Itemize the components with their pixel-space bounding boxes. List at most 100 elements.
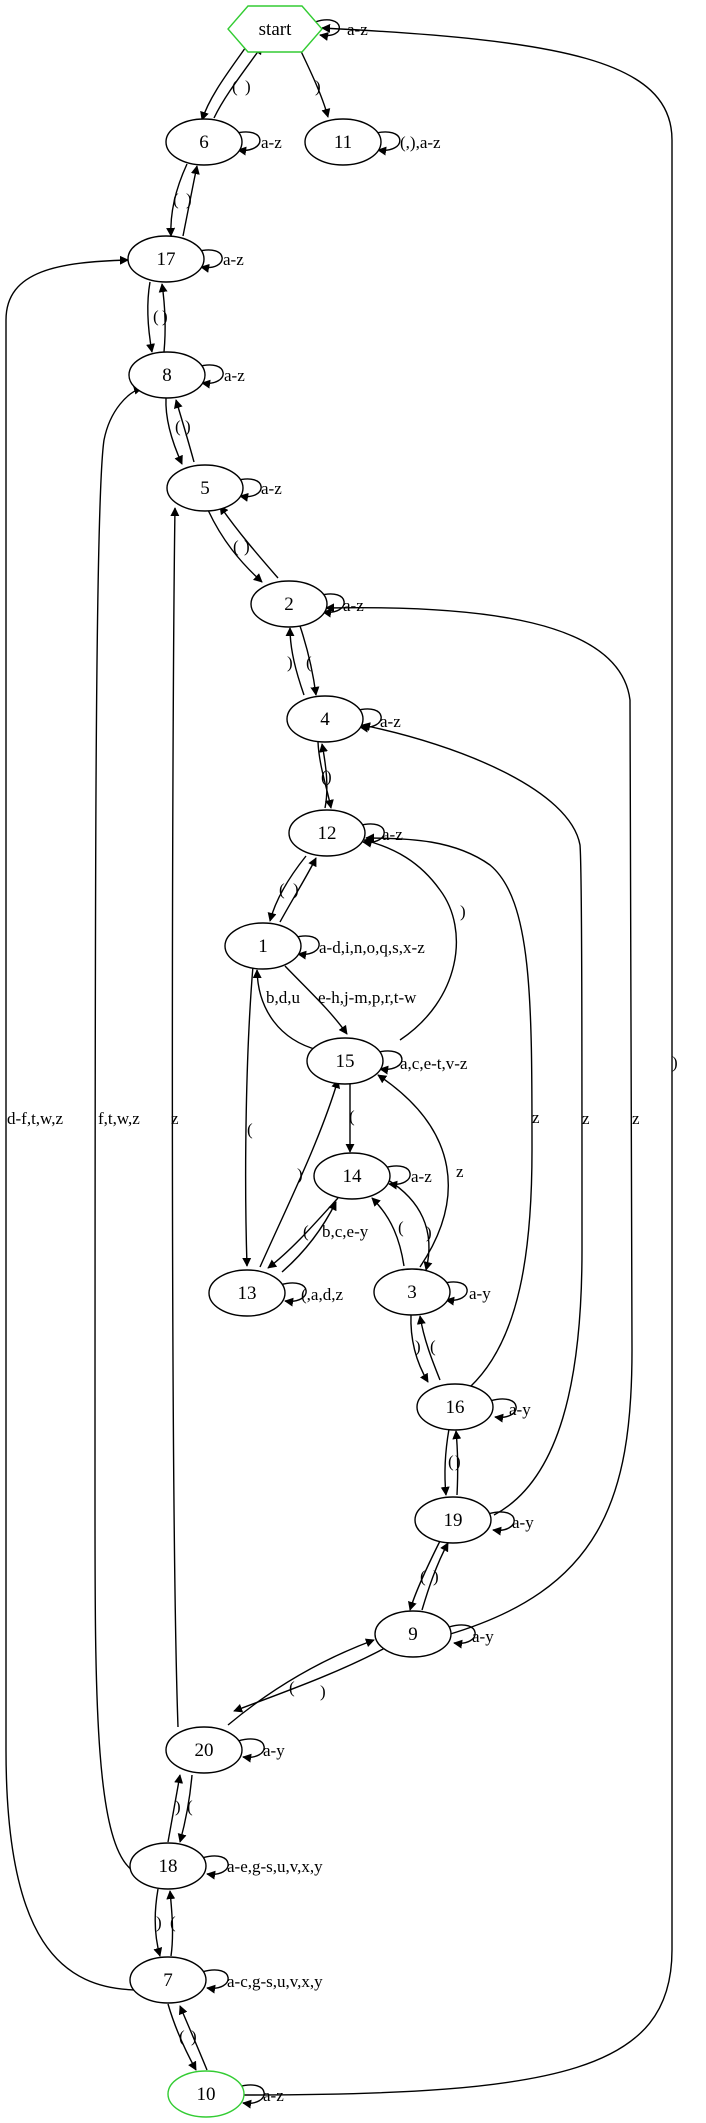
node-label-1: 1 [258, 936, 268, 957]
edge-20-9 [227, 1638, 375, 1726]
node-8: 8 [128, 351, 206, 399]
edge-label-20-5: z [171, 1109, 179, 1128]
edge-label-11-self: (,),a-z [400, 133, 441, 152]
edge-label-1-13: ( [247, 1120, 253, 1139]
edge-5-2 [207, 509, 263, 583]
edge-12-1 [267, 855, 307, 922]
node-15: 15 [306, 1037, 384, 1085]
edge-4-2 [285, 627, 305, 696]
edge-10-7 [178, 2005, 208, 2071]
edge-14-self [383, 1165, 411, 1190]
edge-13-15 [259, 1079, 340, 1268]
edge-17-6 [182, 165, 200, 237]
node-3: 3 [373, 1268, 451, 1316]
edge-label-4-12: ( [321, 767, 327, 786]
node-label-12: 12 [318, 823, 337, 844]
edge-6-17 [166, 163, 188, 237]
edge-15-1 [252, 969, 319, 1051]
edge-13-14 [281, 1201, 337, 1273]
edge-19-16 [452, 1430, 462, 1496]
edge-label-7-17: d-f,t,w,z [7, 1109, 63, 1128]
edge-label-18-self: a-e,g-s,u,v,x,y [227, 1857, 323, 1876]
edge-17-8 [146, 281, 155, 353]
edge-8-17 [158, 283, 168, 353]
node-17: 17 [127, 235, 205, 283]
edge-label-7-18: ( [170, 1913, 176, 1932]
edge-16-self [489, 1398, 517, 1423]
edge-label-2-4: ( [306, 653, 312, 672]
node-label-16: 16 [446, 1397, 465, 1418]
node-14: 14 [313, 1152, 391, 1200]
node-label-20: 20 [195, 1740, 214, 1761]
edge-9-19 [421, 1542, 449, 1611]
edge-label-12-self: a-z [382, 825, 403, 844]
edge-label-6-self: a-z [261, 133, 282, 152]
edge-label-13-14: b,c,e-y [322, 1222, 369, 1241]
edge-8-self [196, 364, 224, 389]
edge-label-13-self: (,a,d,z [301, 1285, 343, 1304]
edge-19-9 [408, 1540, 441, 1611]
edge-label-16-12: z [532, 1108, 540, 1127]
edge-label-3-16: ) [415, 1337, 421, 1356]
edge-label-3-self: a-y [469, 1284, 491, 1303]
edge-17-self [195, 249, 223, 273]
edge-20-18 [177, 1774, 193, 1843]
node-1: 1 [224, 922, 302, 970]
edge-8-5 [165, 397, 183, 465]
node-label-10: 10 [197, 2084, 216, 2105]
edge-15-12 [363, 837, 458, 1041]
edge-label-8-5: ( [175, 417, 181, 436]
edge-18-7 [153, 1888, 163, 1957]
edge-16-3 [416, 1315, 441, 1381]
edge-label-4-self: a-z [380, 712, 401, 731]
node-label-7: 7 [163, 1970, 173, 1991]
edge-5-self [234, 478, 262, 502]
edge-11-self [371, 131, 401, 156]
edge-label-5-self: a-z [261, 479, 282, 498]
edge-label-5-8: ) [185, 417, 191, 436]
edge-label-2-self: a-z [343, 596, 364, 615]
edge-label-7-self: a-c,g-s,u,v,x,y [227, 1972, 323, 1991]
edge-label-14-self: a-z [411, 1167, 432, 1186]
edge-label-16-self: a-y [509, 1400, 531, 1419]
node-6: 6 [165, 118, 243, 166]
edge-1-15 [284, 965, 348, 1035]
node-12: 12 [288, 809, 366, 857]
node-5: 5 [166, 464, 244, 512]
edge-label-20-self: a-y [263, 1741, 285, 1760]
edge-label-17-self: a-z [223, 250, 244, 269]
edge-label-13-15: ) [297, 1165, 303, 1184]
edge-3-14 [371, 1197, 405, 1267]
edge-label-17-8: ( [153, 307, 159, 326]
node-13: 13 [208, 1269, 286, 1317]
edge-start-self [314, 19, 340, 41]
node-label-4: 4 [320, 709, 330, 730]
edge-label-3-14: ( [398, 1218, 404, 1237]
edge-3-15 [377, 1074, 449, 1268]
edge-1-13 [242, 965, 254, 1267]
edge-1-12 [279, 857, 317, 923]
node-label-15: 15 [336, 1051, 355, 1072]
node-20: 20 [165, 1726, 243, 1774]
edge-1-self [292, 935, 320, 960]
edge-20-self [237, 1738, 265, 1763]
edge-label-1-12: ) [293, 880, 299, 899]
edge-label-19-self: a-y [512, 1513, 534, 1532]
edge-label-12-1: ( [279, 880, 285, 899]
edge-label-start-11: ) [315, 77, 321, 96]
node-label-19: 19 [444, 1510, 463, 1531]
edge-label-18-20: ) [175, 1797, 181, 1816]
edge-label-18-7: ) [156, 1913, 162, 1932]
edge-20-5 [170, 507, 180, 1728]
edges: a-z ( ) ) (,),a-z a-z ( ) a-z ( ) a-z [5, 19, 678, 2109]
node-label-3: 3 [407, 1282, 417, 1303]
edge-label-15-12: ) [460, 902, 466, 921]
edge-3-16 [410, 1313, 429, 1383]
edge-label-14-13: ( [303, 1222, 309, 1241]
edge-14-3 [387, 1179, 433, 1271]
edge-label-17-6: ) [186, 190, 192, 209]
edge-10-self [237, 2084, 265, 2109]
node-label-11: 11 [334, 132, 352, 153]
edge-4-12 [317, 741, 334, 809]
edge-13-self [279, 1282, 307, 1307]
